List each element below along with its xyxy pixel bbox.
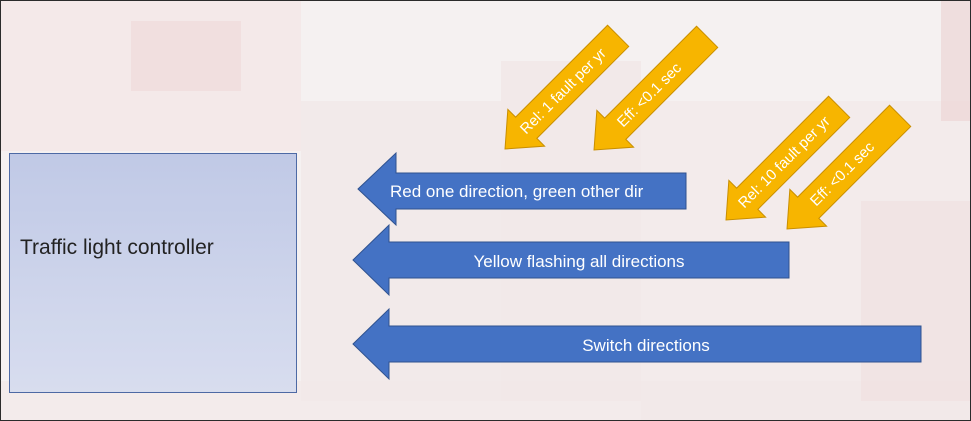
command-arrow-red-green: Red one direction, green other dir (357, 151, 687, 227)
traffic-light-controller-box: Traffic light controller (9, 153, 297, 393)
controller-label: Traffic light controller (20, 236, 214, 259)
command-arrow-yellow-flashing: Yellow flashing all directions (352, 223, 790, 297)
command-arrow-switch-directions: Switch directions (352, 307, 922, 381)
annotation-label-eff-1: Eff: <0.1 sec (614, 59, 685, 130)
command-label-yellow-flashing: Yellow flashing all directions (473, 252, 684, 271)
command-label-switch-directions: Switch directions (582, 336, 710, 355)
command-label-red-green: Red one direction, green other dir (390, 182, 644, 201)
